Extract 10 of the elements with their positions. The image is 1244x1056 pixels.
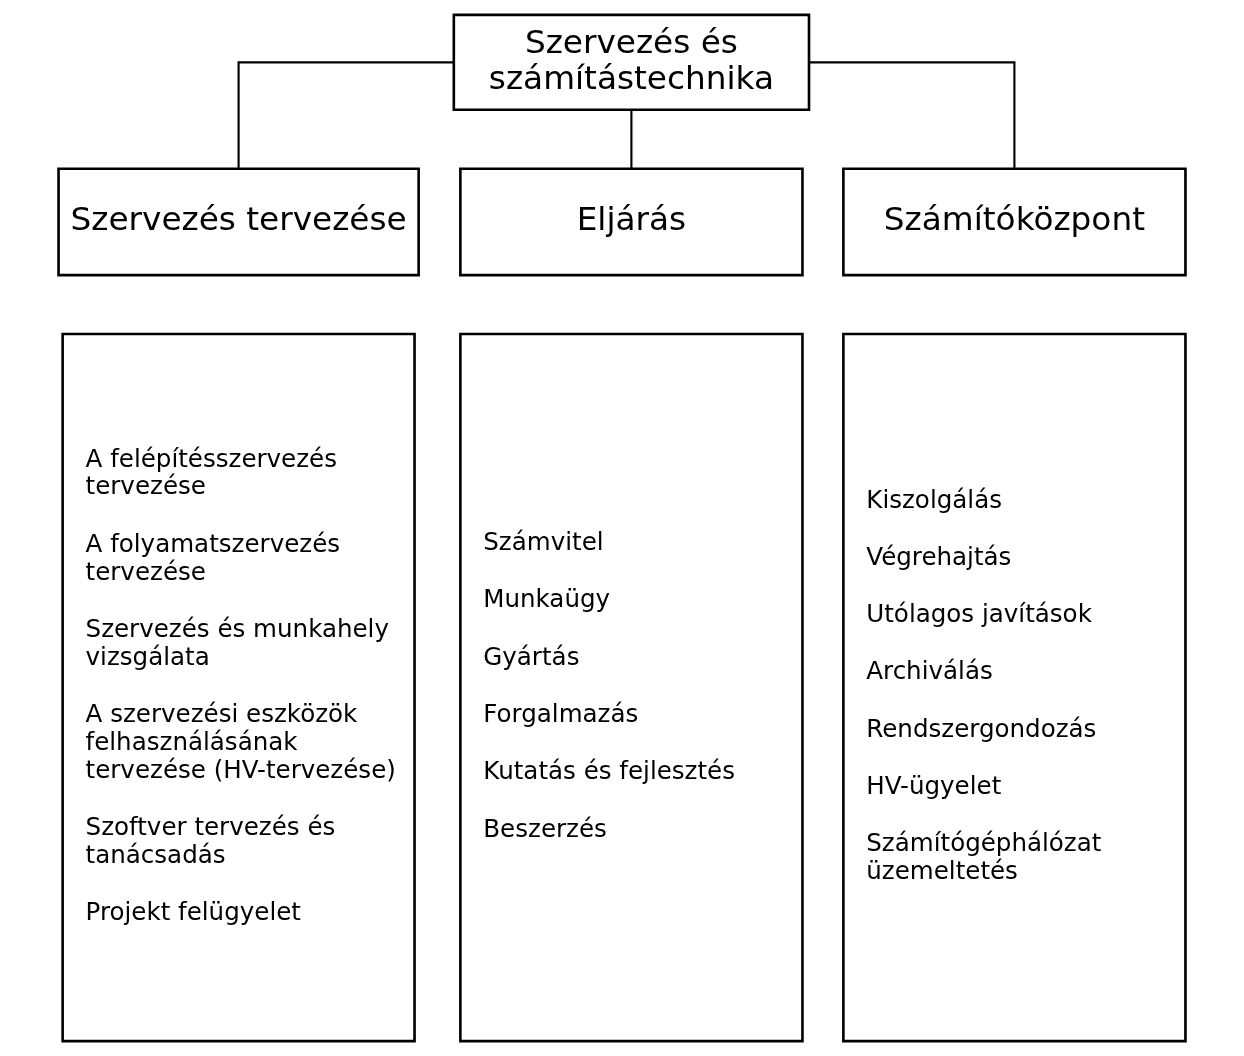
node-box: Kiszolgálás Végrehajtás Utólagos javítások Archiválás Rendszergondozás HV-ügyelet Számítógéphálózat üzemeltetés: [842, 332, 1187, 1043]
connector: [809, 61, 1016, 169]
node-box: A felépítésszervezés tervezése A folyamatszervezés tervezése Szervezés és munkahely vizsgálata A szervezési eszközök felhasználásának tervezése (HV-tervezése) Szoftver tervezés és tanácsadás Projekt felügyelet: [61, 332, 416, 1043]
node-box: Szervezés és számítástechnika: [452, 13, 811, 112]
connector: [237, 61, 454, 169]
node-box: Számvitel Munkaügy Gyártás Forgalmazás Kutatás és fejlesztés Beszerzés: [459, 332, 804, 1043]
node-box: Eljárás: [459, 167, 804, 277]
connector: [630, 110, 633, 169]
node-box: Számítóközpont: [842, 167, 1187, 277]
node-box: Szervezés tervezése: [57, 167, 420, 277]
